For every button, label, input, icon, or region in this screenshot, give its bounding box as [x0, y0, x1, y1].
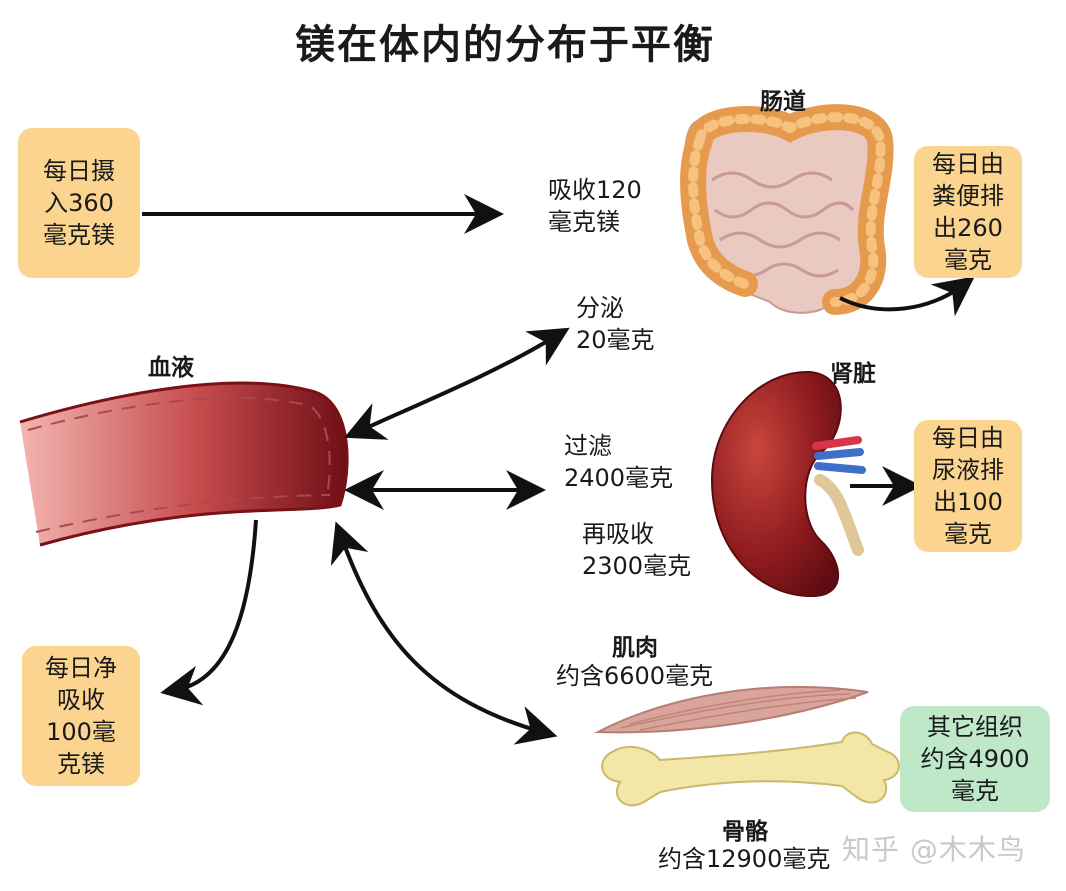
secrete-text: 分泌 20毫克 — [576, 294, 655, 354]
absorb-text: 吸收120 毫克镁 — [548, 176, 642, 236]
urine-excretion-box: 每日由 尿液排 出100 毫克 — [914, 420, 1022, 552]
bone-label: 骨骼 — [722, 819, 768, 845]
bone-content-text: 约含12900毫克 — [658, 845, 831, 873]
kidney-illustration — [710, 370, 866, 598]
intestine-illustration — [680, 104, 894, 315]
net-absorption-box: 每日净 吸收 100毫 克镁 — [22, 646, 140, 786]
reabsorb-text: 再吸收 2300毫克 — [582, 520, 692, 580]
bone-illustration — [601, 731, 900, 807]
watermark: 知乎 @木木鸟 — [842, 833, 1026, 866]
kidney-label: 肾脏 — [830, 361, 876, 387]
intestine-label: 肠道 — [760, 89, 806, 115]
muscle-label: 肌肉 — [612, 635, 658, 661]
daily-intake-box: 每日摄 入360 毫克镁 — [18, 128, 140, 278]
blood-vessel-illustration — [19, 381, 349, 547]
muscle-content-text: 约含6600毫克 — [556, 662, 714, 690]
diagram-title: 镁在体内的分布于平衡 — [295, 22, 715, 68]
flow-arrows — [142, 194, 975, 745]
muscle-illustration — [597, 685, 869, 734]
feces-excretion-box: 每日由 粪便排 出260 毫克 — [914, 146, 1022, 278]
filter-text: 过滤 2400毫克 — [564, 432, 674, 492]
blood-label: 血液 — [148, 355, 194, 381]
other-tissue-box: 其它组织 约含4900 毫克 — [900, 706, 1050, 812]
